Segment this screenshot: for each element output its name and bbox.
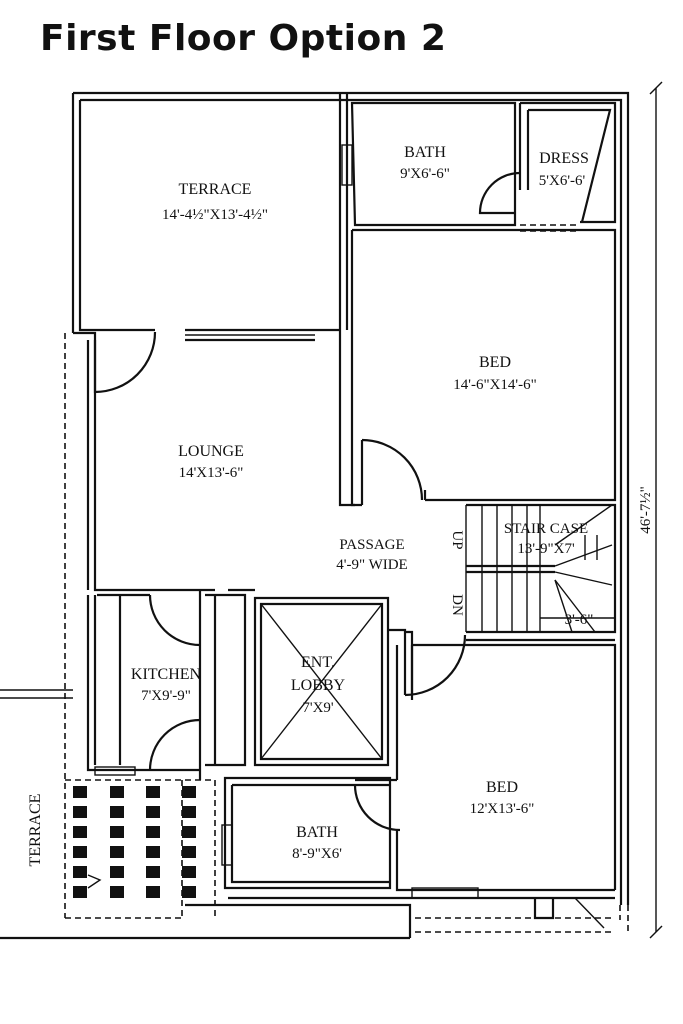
terrace-side-label: TERRACE (27, 794, 44, 867)
bed-bottom-walls (353, 643, 617, 899)
bath-bottom-walls (221, 776, 392, 890)
paving-blocks (73, 786, 196, 898)
kitchen-size: 7'X9'-9" (141, 688, 191, 704)
lounge-size: 14'X13'-6" (179, 465, 244, 481)
kitchen-label: KITCHEN (131, 666, 202, 683)
staircase-label: STAIR CASE (504, 521, 588, 537)
overall-depth-label: 46'-7½" (638, 486, 654, 534)
dimension-line (649, 81, 663, 939)
paving-arrow (87, 874, 102, 889)
bed-top-walls (338, 228, 617, 507)
passage-label: PASSAGE (339, 537, 404, 553)
stair-up-label: UP (449, 530, 465, 549)
lobby-walls (253, 596, 467, 767)
terrace-top-size: 14'-4½"X13'-4½" (162, 207, 268, 223)
lounge-label: LOUNGE (178, 443, 244, 460)
bed-bottom-label: BED (486, 779, 518, 796)
bed-bottom-size: 12'X13'-6" (470, 801, 535, 817)
lobby-label-1: ENT. (301, 654, 335, 671)
bed-top-label: BED (479, 354, 511, 371)
lobby-size: 7'X9' (302, 700, 334, 716)
bottom-edge (0, 689, 615, 940)
bath-bottom-size: 8'-9"X6' (292, 846, 342, 862)
bath-bottom-label: BATH (296, 824, 338, 841)
passage-size: 4'-9" WIDE (336, 557, 407, 573)
terrace-top-label: TERRACE (179, 181, 252, 198)
stair-width-label: 3'-6" (565, 612, 594, 628)
lobby-label-2: LOBBY (291, 677, 346, 694)
outer-walls (71, 91, 630, 905)
top-rooms-walls (338, 93, 617, 330)
kitchen-walls (86, 590, 247, 780)
bath-top-size: 9'X6'-6" (400, 166, 450, 182)
bed-top-size: 14'-6"X14'-6" (453, 377, 536, 393)
staircase-size: 13'-9"X7' (517, 541, 575, 557)
page-title: First Floor Option 2 (40, 18, 447, 59)
lounge-door (93, 331, 157, 394)
stair-down-label: DN (449, 594, 465, 616)
dress-size: 5'X6'-6' (539, 173, 586, 189)
bath-top-label: BATH (404, 144, 446, 161)
dress-label: DRESS (539, 150, 589, 167)
staircase (465, 503, 617, 642)
